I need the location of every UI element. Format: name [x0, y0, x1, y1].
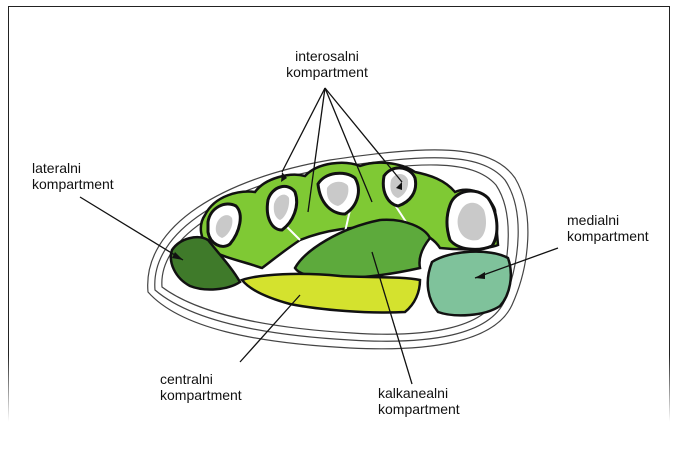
label-centralni-line2: kompartment — [160, 387, 280, 403]
leader-lateralni — [80, 197, 183, 260]
label-lateralni-line2: kompartment — [32, 176, 152, 192]
label-lateralni-line1: lateralni — [32, 160, 152, 176]
label-interosalni-line1: interosalni — [262, 48, 392, 64]
centralni-region — [242, 274, 420, 313]
label-kalkanealni-line1: kalkanealni — [378, 385, 508, 401]
label-medialni-line2: kompartment — [567, 228, 672, 244]
label-centralni-line1: centralni — [160, 371, 280, 387]
label-kalkanealni: kalkanealni kompartment — [378, 385, 508, 417]
leader-interosalni-1 — [282, 88, 325, 172]
label-interosalni-line2: kompartment — [262, 64, 392, 80]
bone-5 — [447, 191, 497, 249]
medialni-region — [428, 252, 511, 316]
label-kalkanealni-line2: kompartment — [378, 401, 508, 417]
label-lateralni: lateralni kompartment — [32, 160, 152, 192]
label-medialni-line1: medialni — [567, 212, 672, 228]
label-centralni: centralni kompartment — [160, 371, 280, 403]
label-medialni: medialni kompartment — [567, 212, 672, 244]
label-interosalni: interosalni kompartment — [262, 48, 392, 80]
